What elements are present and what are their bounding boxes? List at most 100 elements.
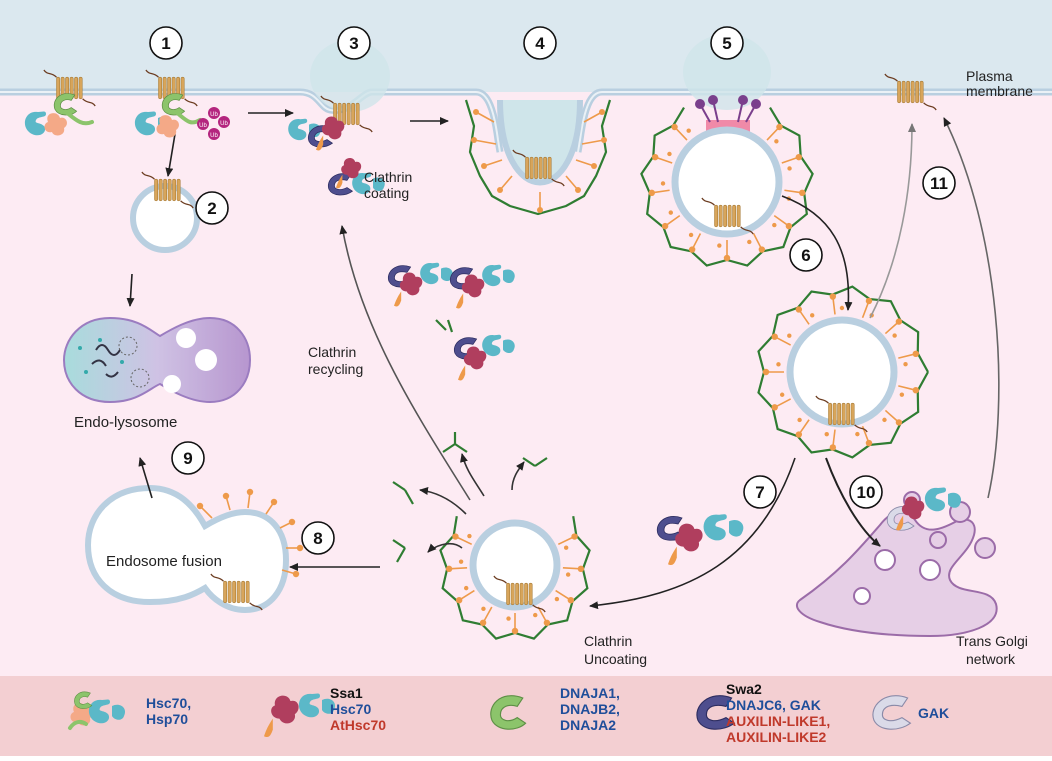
plasma-membrane-label: Plasma [966, 68, 1013, 84]
legend-text: DNAJB2, [560, 701, 620, 717]
dnaja-icon [161, 93, 186, 116]
swa2-icon [696, 695, 736, 730]
ub-label: Ub [199, 123, 207, 129]
dnaja-icon [490, 695, 527, 730]
uncoating-vesicle [469, 519, 561, 611]
clathrin-coat-vesicle [757, 285, 929, 459]
recycled-receptor-icon [884, 73, 937, 111]
free-clathrin-triskelia [392, 319, 548, 563]
ubiquitin-chain: Ub Ub Ub Ub [197, 107, 230, 140]
ssa1-icon [668, 523, 703, 566]
dnaja-icon [53, 93, 78, 116]
pathway-arrows [126, 109, 1000, 610]
plasma-membrane-label: membrane [966, 83, 1033, 99]
step-number: 3 [349, 34, 358, 53]
ssa1-icon [456, 274, 485, 309]
clathrin-uncoating-label: Uncoating [584, 651, 647, 667]
step-badge-2: 2 [195, 191, 229, 225]
ssa1-icon [458, 346, 487, 381]
ssa1-icon [394, 272, 423, 307]
step-badge-7: 7 [743, 475, 777, 509]
gak-icon [872, 695, 912, 730]
legend-text: Swa2 [726, 681, 762, 697]
legend-text: AtHsc70 [330, 717, 386, 733]
chaperone-complexes [24, 93, 962, 566]
step-number: 11 [930, 174, 948, 193]
nucleotide-binding-icon [156, 115, 179, 138]
legend-text: Hsc70, [146, 695, 191, 711]
step-badge-10: 10 [849, 475, 883, 509]
swa2-icon [327, 173, 354, 196]
hsc70-icon [482, 334, 515, 357]
cargo-receptor-icon [512, 149, 565, 187]
step-badge-4: 4 [523, 26, 557, 60]
step-number: 6 [801, 246, 810, 265]
clathrin-uncoating-label: Clathrin [584, 633, 632, 649]
clathrin-recycling-label: Clathrin [308, 344, 356, 360]
step-number: 5 [722, 34, 731, 53]
step-badge-11: 11 [922, 166, 956, 200]
hsc70-icon [420, 262, 453, 285]
cargo-receptor-icon [141, 171, 194, 209]
nucleotide-binding-icon [44, 113, 67, 136]
step-number: 10 [857, 483, 876, 502]
legend-text: Hsp70 [146, 711, 188, 727]
ssa1-icon [336, 158, 362, 189]
cargo-receptor-icon [815, 395, 868, 433]
clathrin-coat-pit [464, 99, 612, 216]
trans-golgi-network [795, 491, 998, 638]
step-number: 7 [755, 483, 764, 502]
legend-text: GAK [918, 705, 949, 721]
legend-item-dnaja: DNAJA1,DNAJB2,DNAJA2 [490, 685, 620, 733]
step-number: 8 [313, 529, 322, 548]
legend-item-hsc70-complex: Hsc70,Hsp70 [68, 691, 191, 730]
dnaja-icon [74, 691, 93, 709]
step-badges: 1 2 3 4 5 6 7 8 9 10 11 [149, 26, 956, 555]
step-number: 1 [161, 34, 170, 53]
step-badge-8: 8 [301, 521, 335, 555]
cargo-receptor-icon [210, 573, 263, 611]
step-badge-9: 9 [171, 441, 205, 475]
step-badge-6: 6 [789, 238, 823, 272]
legend-text: DNAJA1, [560, 685, 620, 701]
step-number: 2 [207, 199, 216, 218]
trans-golgi-label: Trans Golgi [956, 633, 1028, 649]
legend-text: DNAJA2 [560, 717, 616, 733]
hsc70-icon [88, 699, 126, 724]
legend-text: AUXILIN-LIKE2 [726, 729, 827, 745]
step-badge-1: 1 [149, 26, 183, 60]
legend-text: Hsc70 [330, 701, 371, 717]
ub-label: Ub [210, 112, 218, 118]
hsc70-icon [352, 172, 385, 195]
cargo-receptor-icon [493, 575, 546, 613]
ssa1-icon [896, 496, 925, 531]
legend-item-gak: GAK [872, 695, 949, 730]
step-number: 9 [183, 449, 192, 468]
hsc70-icon [924, 487, 962, 512]
endosome-adaptors [196, 488, 304, 578]
ub-label: Ub [220, 121, 228, 127]
endo-lysosome-organelle [62, 316, 252, 404]
clathrin-coat-uncoating [439, 515, 591, 640]
clathrin-recycling-label: recycling [308, 361, 363, 377]
endo-lysosome-label: Endo-lysosome [74, 414, 177, 431]
trans-golgi-label: network [966, 651, 1016, 667]
hsc70-icon [482, 264, 515, 287]
clathrin-coating-label: Clathrin [364, 169, 412, 185]
step-badge-5: 5 [710, 26, 744, 60]
budding-vesicle [671, 126, 783, 238]
endosome-fusion-label: Endosome fusion [106, 553, 222, 570]
legend-text: DNAJC6, GAK [726, 697, 821, 713]
endosome-fusion-organelle [84, 484, 290, 614]
ssa1-icon [264, 695, 299, 738]
hsc70-icon [703, 514, 744, 541]
legend-text: Ssa1 [330, 685, 363, 701]
clathrin-coat-budding [640, 106, 814, 267]
cargo-receptor-icon [701, 197, 754, 235]
ub-label: Ub [210, 133, 218, 139]
